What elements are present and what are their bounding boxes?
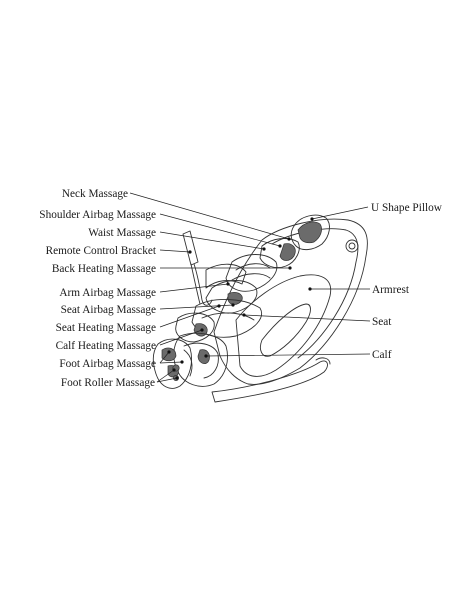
label-foot-roller-massage: Foot Roller Massage <box>61 377 155 389</box>
marker-seat-airbag <box>231 303 235 307</box>
leader-seat-heating-massage <box>159 305 220 328</box>
u-shape-pillow-part <box>290 214 330 251</box>
label-calf: Calf <box>372 349 392 361</box>
leader-foot-roller-massage-b <box>156 377 178 383</box>
marker-seat <box>242 313 246 317</box>
marker-arm-airbag <box>226 282 230 286</box>
leader-foot-airbag-massage-a <box>159 351 170 364</box>
chair-backrest-shell <box>213 218 368 385</box>
leader-seat <box>243 314 371 322</box>
label-armrest: Armrest <box>372 284 410 296</box>
calf-rest <box>173 332 228 387</box>
marker-waist <box>262 247 266 251</box>
label-seat-airbag-massage: Seat Airbag Massage <box>61 304 156 316</box>
leader-calf-heating-massage <box>159 329 203 346</box>
marker-shoulder <box>278 244 282 248</box>
marker-remote <box>188 250 192 254</box>
label-seat-heating-massage: Seat Heating Massage <box>56 322 156 334</box>
label-u-shape-pillow: U Shape Pillow <box>371 202 443 214</box>
leader-arm-airbag-massage <box>159 283 229 293</box>
leader-u-shape-pillow <box>311 206 369 220</box>
label-calf-heating-massage: Calf Heating Massage <box>56 340 156 352</box>
label-arm-airbag-massage: Arm Airbag Massage <box>59 287 156 299</box>
leader-shoulder-airbag-massage <box>159 213 281 247</box>
leader-neck-massage <box>129 192 290 240</box>
shoulder-pad <box>259 238 300 269</box>
label-remote-control-bracket: Remote Control Bracket <box>46 245 157 257</box>
leader-foot-roller-massage-a <box>156 369 175 383</box>
marker-calf <box>204 354 208 358</box>
marker-foot-airbag-b <box>180 360 184 364</box>
label-seat: Seat <box>372 316 392 328</box>
label-foot-airbag-massage: Foot Airbag Massage <box>59 358 156 370</box>
marker-foot-airbag-a <box>167 350 171 354</box>
marker-calf-heating <box>200 328 204 332</box>
label-neck-massage: Neck Massage <box>62 188 128 200</box>
marker-back-heating <box>288 266 292 270</box>
massage-chair-illustration <box>152 214 368 403</box>
leader-remote-control-bracket <box>159 249 191 253</box>
marker-seat-heating <box>217 304 221 308</box>
marker-u-shape-pillow <box>310 217 314 221</box>
chair-base <box>211 360 328 403</box>
point-markers <box>167 217 314 380</box>
leader-waist-massage <box>159 231 265 250</box>
back-pad <box>225 254 278 292</box>
chair-side-panel <box>235 274 332 377</box>
leader-seat-airbag-massage <box>159 304 234 310</box>
marker-foot-roller-b <box>175 376 179 380</box>
leader-calf <box>205 353 371 357</box>
side-panel-accent <box>259 303 311 357</box>
label-waist-massage: Waist Massage <box>88 227 156 239</box>
leader-lines <box>129 192 371 383</box>
label-back-heating-massage: Back Heating Massage <box>52 263 156 275</box>
marker-armrest <box>308 287 312 291</box>
speaker-circle <box>345 239 359 253</box>
leader-foot-airbag-massage-b <box>159 361 183 364</box>
arm-airbag-part <box>205 263 247 289</box>
left-labels: Neck Massage Shoulder Airbag Massage Wai… <box>39 188 157 389</box>
right-labels: U Shape Pillow Armrest Seat Calf <box>371 202 443 361</box>
foot-rest <box>152 338 192 389</box>
label-shoulder-airbag-massage: Shoulder Airbag Massage <box>39 209 156 221</box>
marker-foot-roller-a <box>172 368 176 372</box>
marker-neck <box>287 237 291 241</box>
remote-control-bracket-part <box>182 230 199 266</box>
